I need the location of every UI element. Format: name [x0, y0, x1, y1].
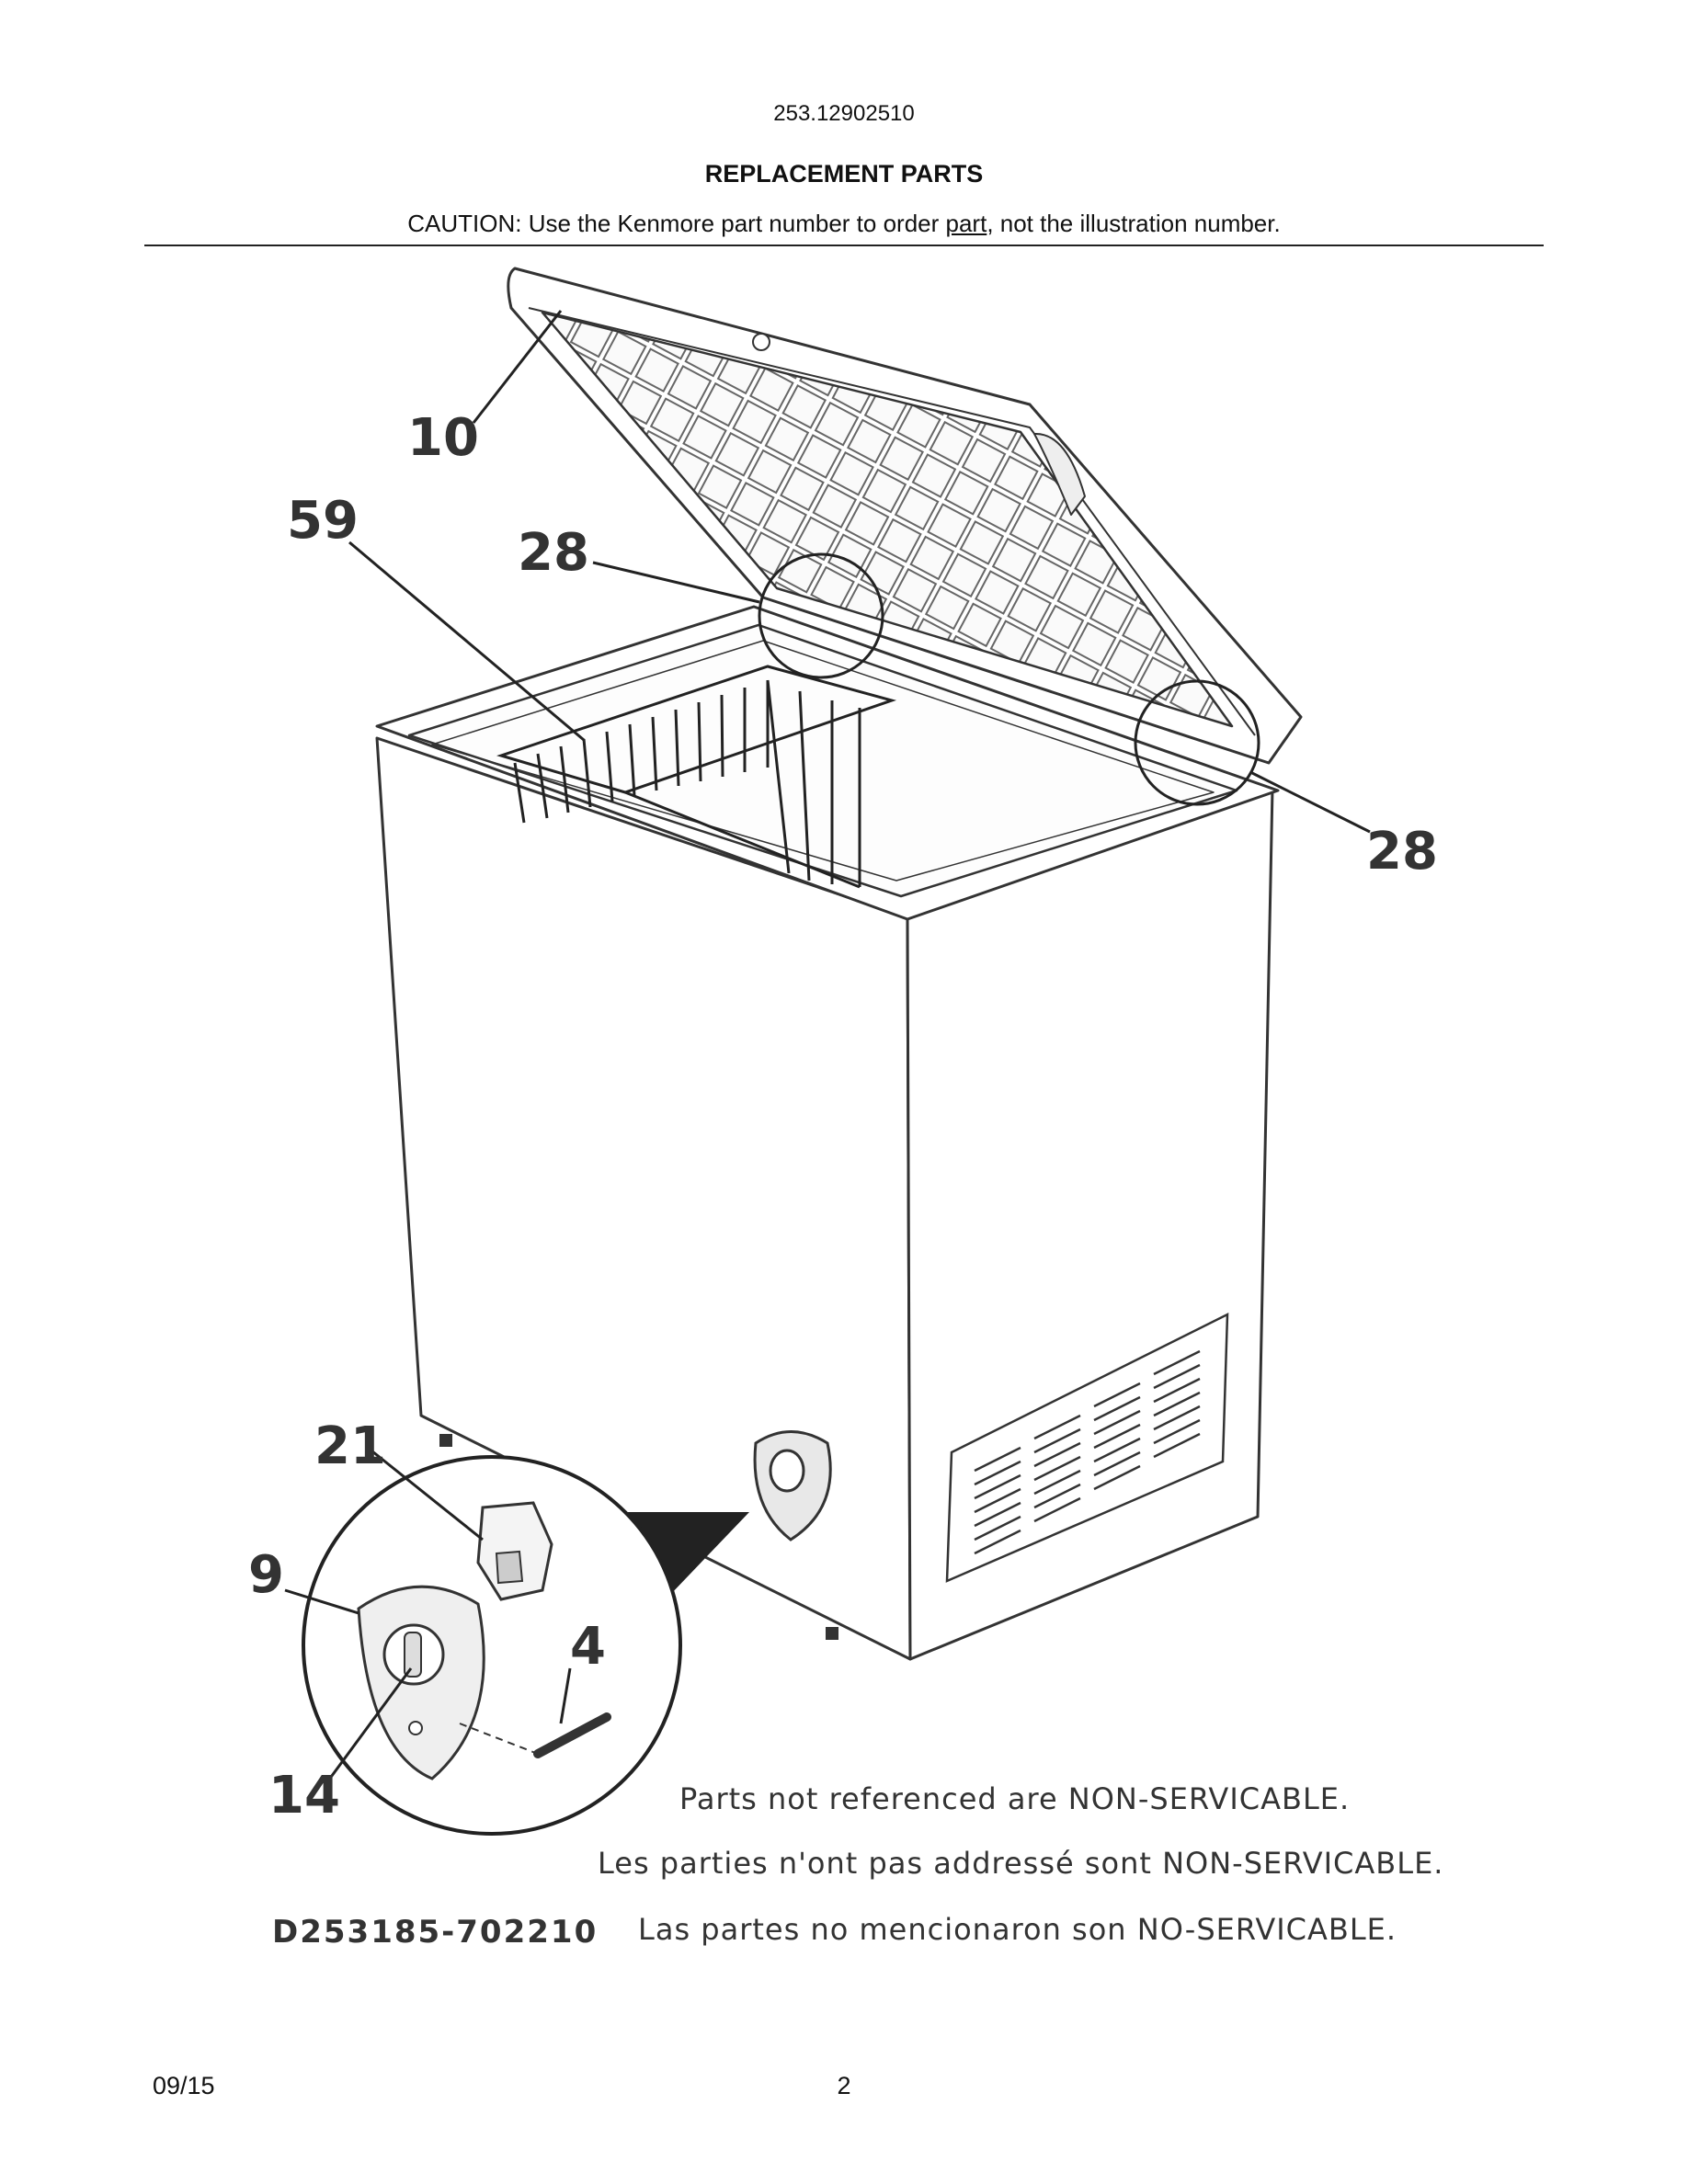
caution-underlined-word: part	[945, 210, 987, 237]
note-english: Parts not referenced are NON-SERVICABLE.	[679, 1781, 1351, 1816]
freezer-cabinet	[375, 605, 1280, 1661]
callout-control-panel: 9	[248, 1545, 284, 1605]
caution-prefix: CAUTION: Use the Kenmore part number to …	[407, 210, 946, 237]
note-spanish: Las partes no mencionaron son NO-SERVICA…	[638, 1912, 1397, 1947]
footer-date: 09/15	[153, 2072, 215, 2099]
vent-grille	[945, 1312, 1229, 1583]
callout-thermostat: 21	[314, 1416, 386, 1476]
foot	[826, 1627, 838, 1640]
control-housing	[753, 1430, 832, 1541]
hinge-right-highlight	[1134, 679, 1260, 806]
foot	[439, 1434, 452, 1447]
note-french: Les parties n'ont pas addressé sont NON-…	[598, 1846, 1444, 1881]
detail-inset	[302, 1455, 682, 1836]
page-title: REPLACEMENT PARTS	[704, 160, 984, 188]
callout-hinge-right: 28	[1366, 822, 1438, 882]
drawing-code: D253185-702210	[272, 1914, 599, 1951]
freezer-lid	[507, 267, 1303, 765]
callout-lid: 10	[407, 408, 479, 468]
wire-basket	[496, 665, 897, 889]
callout-sensor-tube: 4	[570, 1617, 606, 1677]
callout-knob: 14	[268, 1766, 340, 1826]
header-divider	[144, 245, 1544, 246]
leader-lines	[284, 310, 1371, 1784]
caution-text: CAUTION: Use the Kenmore part number to …	[0, 210, 1688, 238]
callout-basket: 59	[287, 491, 359, 551]
model-number: 253.12902510	[773, 101, 915, 126]
page-number: 2	[837, 2072, 851, 2099]
callout-hinge-left: 28	[518, 523, 589, 583]
hinge-left-highlight	[758, 552, 884, 679]
caution-suffix: , not the illustration number.	[987, 210, 1281, 237]
